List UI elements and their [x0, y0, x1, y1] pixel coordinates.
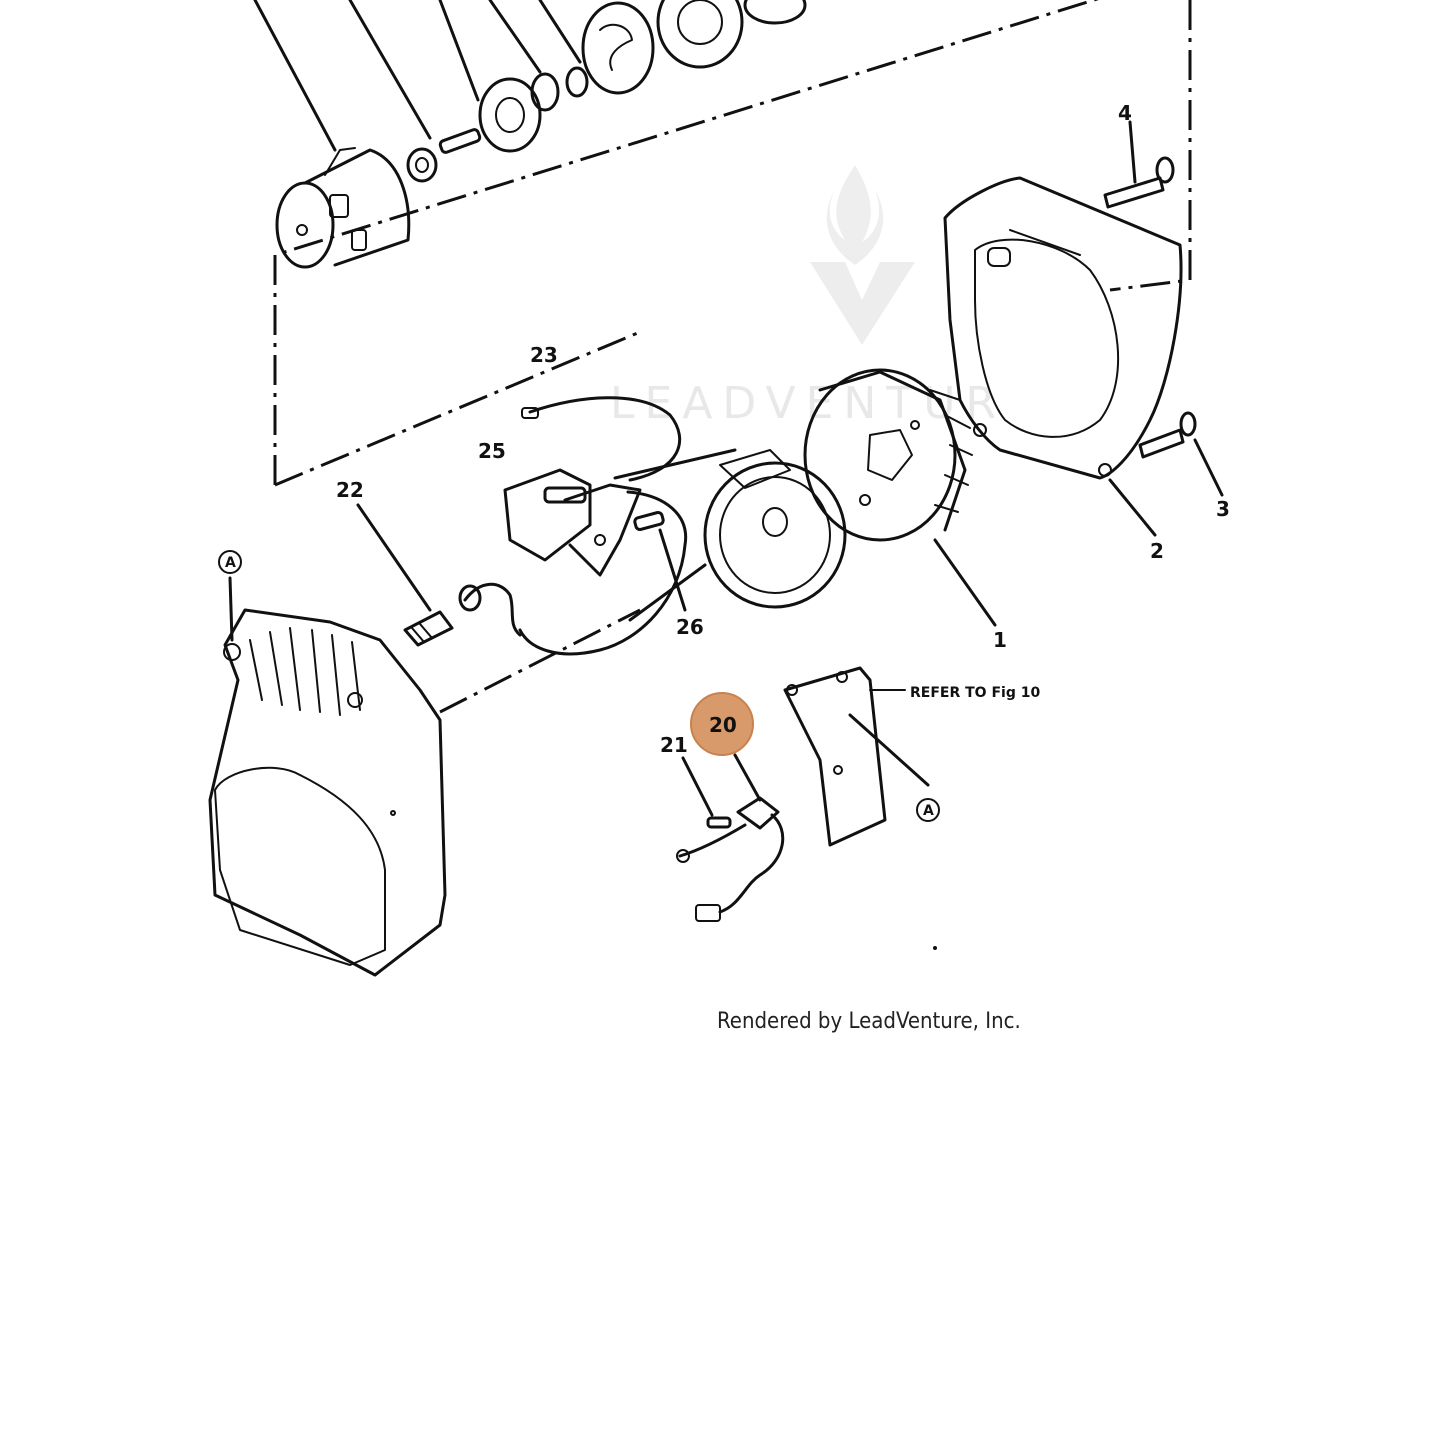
bolt-4 [1103, 120, 1175, 209]
mounting-bracket [783, 666, 930, 847]
callout-21[interactable]: 21 [660, 733, 688, 757]
callout-22[interactable]: 22 [336, 478, 364, 502]
marker-a-left: A [218, 550, 242, 574]
ignition-coil [503, 396, 737, 656]
callout-3[interactable]: 3 [1216, 497, 1230, 521]
starter-cup [253, 0, 411, 269]
nut-and-bolt [348, 0, 482, 183]
bolt-3 [1138, 411, 1224, 497]
screw-26 [633, 510, 687, 612]
assembly-boundary [273, 0, 1192, 714]
watermark-logo: LEADVENTUR [610, 165, 996, 429]
callout-4[interactable]: 4 [1118, 101, 1132, 125]
starter-ratchet [581, 0, 807, 95]
footer-credit: Rendered by LeadVenture, Inc. [717, 1009, 1021, 1034]
marker-a-right-label: A [923, 803, 934, 819]
pulley-washer [478, 0, 589, 153]
callout-20[interactable]: 20 [709, 713, 737, 737]
callout-26[interactable]: 26 [676, 615, 704, 639]
callout-25[interactable]: 25 [478, 439, 506, 463]
reference-note: REFER TO Fig 10 [910, 685, 1040, 701]
callout-23[interactable]: 23 [530, 343, 558, 367]
flywheel [803, 368, 997, 627]
marker-a-right: A [916, 798, 940, 822]
stray-dot [933, 946, 937, 950]
stop-switch [676, 753, 785, 922]
magneto-rotor [628, 449, 847, 622]
callout-2[interactable]: 2 [1150, 539, 1164, 563]
cylinder-block [208, 576, 447, 977]
callout-1[interactable]: 1 [993, 628, 1007, 652]
fan-housing [943, 176, 1183, 537]
callout-20-highlight[interactable]: 20 [690, 692, 754, 756]
spark-plug [356, 503, 522, 647]
highlight-circle [690, 692, 754, 756]
marker-a-left-label: A [225, 555, 236, 571]
